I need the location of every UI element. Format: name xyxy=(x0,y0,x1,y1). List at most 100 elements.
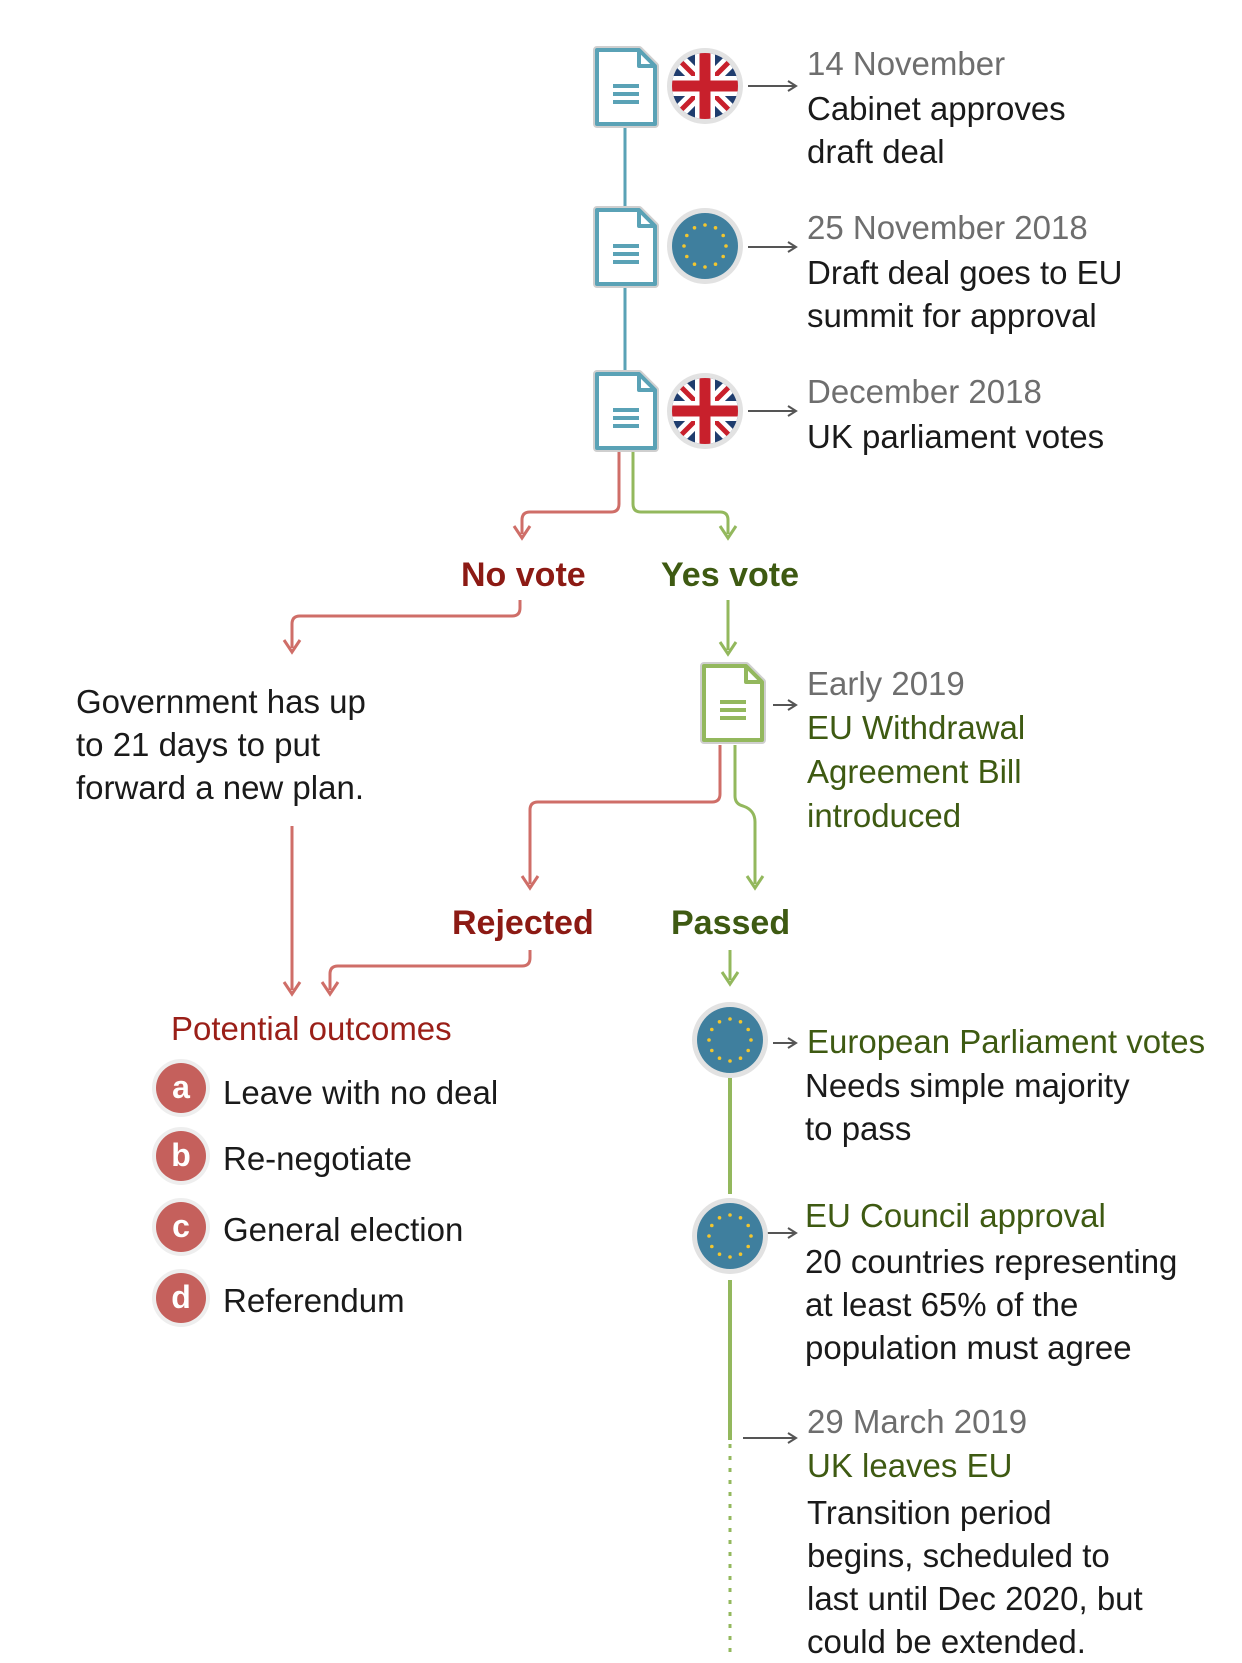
eu-flag-icon xyxy=(667,208,743,284)
leave-text: could be extended. xyxy=(807,1623,1086,1660)
leave-date: 29 March 2019 xyxy=(807,1403,1028,1440)
yes-vote-connector xyxy=(631,452,730,534)
outcome-badge: d xyxy=(156,1273,206,1323)
eu-star xyxy=(710,1244,714,1249)
uk-flag-icon xyxy=(667,373,743,449)
pointer-arrow-icon xyxy=(748,241,798,253)
passed-label: Passed xyxy=(671,904,791,942)
eu-star xyxy=(728,1213,732,1217)
eu-star xyxy=(703,223,707,227)
pointer-arrow-icon xyxy=(766,1227,798,1239)
arrow-down-icon xyxy=(320,981,340,997)
step-date: 14 November xyxy=(807,45,1006,82)
eu-star xyxy=(738,1020,743,1024)
no-vote-to-government-connector xyxy=(290,600,522,648)
outcomes-title: Potential outcomes xyxy=(171,1010,452,1047)
outcome-label: Re-negotiate xyxy=(223,1140,412,1177)
arrow-down-icon xyxy=(282,639,302,655)
uk-flag-icon xyxy=(667,48,743,124)
pointer-arrow-icon xyxy=(773,699,798,711)
outcome-badge: b xyxy=(156,1131,206,1181)
eu-flag-icon xyxy=(692,1198,768,1274)
government-text: to 21 days to put xyxy=(76,726,321,763)
eu-star xyxy=(717,1216,722,1220)
leave-title: UK leaves EU xyxy=(807,1447,1013,1484)
outcome-badge: a xyxy=(156,1063,206,1113)
eu-star xyxy=(749,1234,753,1238)
council-title: EU Council approval xyxy=(805,1197,1106,1234)
eu-star xyxy=(738,1252,743,1256)
step-date: December 2018 xyxy=(807,373,1042,410)
document-icon xyxy=(593,206,659,288)
council-text: population must agree xyxy=(805,1329,1132,1366)
eu-star xyxy=(717,1056,722,1060)
outcome-label: Referendum xyxy=(223,1282,405,1319)
step-text: summit for approval xyxy=(807,297,1097,334)
ep-text: to pass xyxy=(805,1110,912,1147)
arrow-down-icon xyxy=(718,641,738,657)
eu-star xyxy=(682,244,686,248)
step-date: 25 November 2018 xyxy=(807,209,1088,246)
eu-star xyxy=(746,1027,750,1032)
eu-star xyxy=(738,1056,743,1060)
eu-star xyxy=(721,233,725,238)
eu-star xyxy=(728,1017,732,1021)
bill-title: Agreement Bill xyxy=(807,753,1022,790)
eu-star xyxy=(717,1020,722,1024)
eu-star xyxy=(746,1223,750,1228)
pointer-arrow-icon xyxy=(748,80,798,92)
eu-star xyxy=(710,1223,714,1228)
no-vote-connector xyxy=(520,452,621,534)
eu-flag-icon xyxy=(692,1002,768,1078)
eu-star xyxy=(710,1027,714,1032)
eu-star xyxy=(685,233,689,238)
eu-star xyxy=(713,262,718,266)
eu-star xyxy=(692,262,697,266)
eu-star xyxy=(713,226,718,230)
ep-title: European Parliament votes xyxy=(807,1023,1206,1060)
outcome-badge: c xyxy=(156,1202,206,1252)
eu-star xyxy=(721,254,725,259)
arrow-down-icon xyxy=(745,875,765,891)
eu-star xyxy=(717,1252,722,1256)
no-vote-label: No vote xyxy=(461,556,586,594)
leave-text: Transition period xyxy=(807,1494,1052,1531)
step-text: draft deal xyxy=(807,133,945,170)
bill-title: EU Withdrawal xyxy=(807,709,1026,746)
pointer-arrow-icon xyxy=(748,405,798,417)
pointer-arrow-icon xyxy=(773,1037,798,1049)
arrow-down-icon xyxy=(718,525,738,541)
eu-star xyxy=(703,265,707,269)
step-text: UK parliament votes xyxy=(807,418,1105,455)
rejected-label: Rejected xyxy=(452,904,594,942)
pointer-arrow-icon xyxy=(743,1432,798,1444)
eu-star xyxy=(728,1255,732,1259)
document-icon xyxy=(593,370,659,452)
council-text: at least 65% of the xyxy=(805,1286,1079,1323)
eu-star xyxy=(724,244,728,248)
outcome-label: General election xyxy=(223,1211,464,1248)
council-text: 20 countries representing xyxy=(805,1243,1178,1280)
step-text: Cabinet approves xyxy=(807,90,1066,127)
rejected-to-outcomes-connector xyxy=(328,950,532,990)
eu-star xyxy=(746,1244,750,1249)
eu-star xyxy=(746,1048,750,1053)
eu-star xyxy=(738,1216,743,1220)
bill-to-rejected-connector xyxy=(528,745,722,884)
government-text: forward a new plan. xyxy=(76,769,364,806)
government-text: Government has up xyxy=(76,683,366,720)
leave-text: begins, scheduled to xyxy=(807,1537,1110,1574)
eu-star xyxy=(707,1234,711,1238)
arrow-down-icon xyxy=(720,971,740,987)
outcome-label: Leave with no deal xyxy=(223,1074,499,1111)
step-text: Draft deal goes to EU xyxy=(807,254,1123,291)
eu-star xyxy=(685,254,689,259)
yes-vote-label: Yes vote xyxy=(661,556,799,594)
eu-star xyxy=(710,1048,714,1053)
eu-star xyxy=(728,1059,732,1063)
eu-star xyxy=(692,226,697,230)
bill-document-icon xyxy=(700,662,766,744)
eu-star xyxy=(749,1038,753,1042)
bill-to-passed-connector xyxy=(733,745,757,884)
